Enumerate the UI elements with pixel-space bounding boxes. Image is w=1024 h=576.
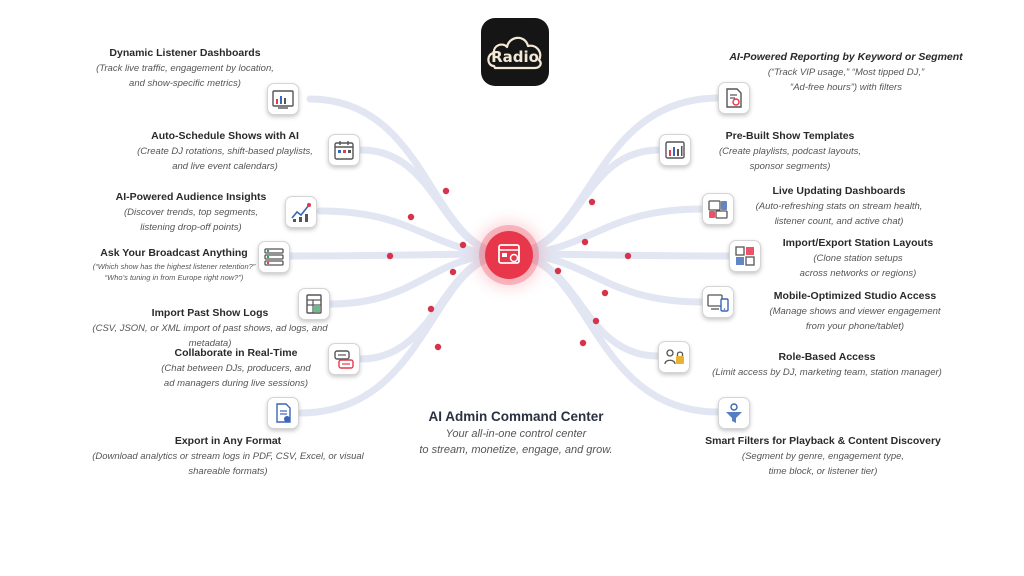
template-chart-icon [659,134,691,166]
connector-dot [579,339,587,347]
connector-dot [554,267,562,275]
feature-left-5: Import Past Show Logs (CSV, JSON, or XML… [70,306,350,351]
center-subtitle: Your all-in-one control center to stream… [419,428,613,456]
feature-title: Auto-Schedule Shows with AI [151,130,299,142]
feature-title: Collaborate in Real-Time [174,347,298,359]
connector-dot [624,252,632,260]
insights-chart-icon [285,196,317,228]
feature-right-2: Pre-Built Show Templates (Create playlis… [700,129,880,174]
feature-title: Ask Your Broadcast Anything [100,247,248,259]
feature-description: (Discover trends, top segments, listenin… [123,207,259,233]
feature-title: Mobile-Optimized Studio Access [773,290,937,302]
feature-left-3: AI-Powered Audience Insights (Discover t… [86,190,296,235]
report-search-icon [718,82,750,114]
feature-description: (Clone station setups across networks or… [799,253,917,279]
feature-description: (Download analytics or stream logs in PD… [92,451,364,477]
feature-title: Import/Export Station Layouts [782,237,934,249]
feature-description: (Segment by genre, engagement type, time… [741,451,905,477]
export-document-icon [267,397,299,429]
logo-text: Radio [491,48,539,66]
connector-dot [407,213,415,221]
connector-dot [386,252,394,260]
connector-dot [592,317,600,325]
center-title: AI Admin Command Center [428,409,604,424]
dashboard-icon [267,83,299,115]
feature-left-1: Dynamic Listener Dashboards (Track live … [60,46,310,91]
mobile-devices-icon [702,286,734,318]
connector-dot [434,343,442,351]
feature-right-7: Smart Filters for Playback & Content Dis… [692,434,954,479]
feature-description: (Create DJ rotations, shift-based playli… [137,146,313,172]
feature-title: Role-Based Access [778,351,876,363]
connector-right-1 [505,94,723,258]
feature-right-1: AI-Powered Reporting by Keyword or Segme… [722,50,970,95]
connector-dot [581,238,589,246]
feature-right-4: Import/Export Station Layouts (Clone sta… [770,236,946,281]
feature-title: Pre-Built Show Templates [725,130,855,142]
feature-left-7: Export in Any Format (Download analytics… [70,434,386,479]
lock-access-icon [658,341,690,373]
feature-left-2: Auto-Schedule Shows with AI (Create DJ r… [100,129,350,174]
spreadsheet-icon [298,288,330,320]
layout-grid-icon [729,240,761,272]
center-caption: AI Admin Command Center Your all-in-one … [392,408,640,458]
feature-description: (Limit access by DJ, marketing team, sta… [712,367,942,378]
feature-description: (Auto-refreshing stats on stream health,… [755,201,923,227]
feature-right-6: Role-Based Access (Limit access by DJ, m… [696,350,958,380]
connector-dot [459,241,467,249]
radio-logo: Radio [481,18,549,86]
feature-title: AI-Powered Audience Insights [115,191,267,203]
connector-dots [386,187,632,351]
connector-dot [601,289,609,297]
live-dashboard-icon [702,193,734,225]
query-list-icon [258,241,290,273]
feature-title: AI-Powered Reporting by Keyword or Segme… [729,51,963,63]
feature-description: (“Track VIP usage,” “Most tipped DJ,” “A… [767,67,925,93]
calendar-icon [328,134,360,166]
feature-description: (“Which show has the highest listener re… [92,262,256,282]
chat-icon [328,343,360,375]
filter-funnel-icon [718,397,750,429]
feature-left-6: Collaborate in Real-Time (Chat between D… [136,346,336,391]
feature-description: (Track live traffic, engagement by locat… [96,63,274,89]
feature-description: (Create playlists, podcast layouts, spon… [718,146,862,172]
feature-title: Dynamic Listener Dashboards [109,47,261,59]
connector-left-7 [296,250,513,417]
feature-right-3: Live Updating Dashboards (Auto-refreshin… [744,184,934,229]
feature-description: (Chat between DJs, producers, and ad man… [161,363,311,389]
connector-right-5 [505,250,706,306]
connector-dot [427,305,435,313]
cloud-icon [487,36,542,70]
connector-right-7 [505,250,722,416]
feature-description: (CSV, JSON, or XML import of past shows,… [92,323,328,349]
connector-dot [449,268,457,276]
feature-left-4: Ask Your Broadcast Anything (“Which show… [64,246,284,283]
feature-right-5: Mobile-Optimized Studio Access (Manage s… [745,289,965,334]
feature-title: Export in Any Format [174,435,282,447]
connector-dot [442,187,450,195]
connector-dot [588,198,596,206]
feature-description: (Manage shows and viewer engagement from… [769,306,941,332]
feature-title: Live Updating Dashboards [772,185,906,197]
hub-dashboard-icon [498,244,520,264]
feature-title: Smart Filters for Playback & Content Dis… [705,435,941,447]
command-center-hub [485,231,533,279]
feature-title: Import Past Show Logs [151,307,269,319]
